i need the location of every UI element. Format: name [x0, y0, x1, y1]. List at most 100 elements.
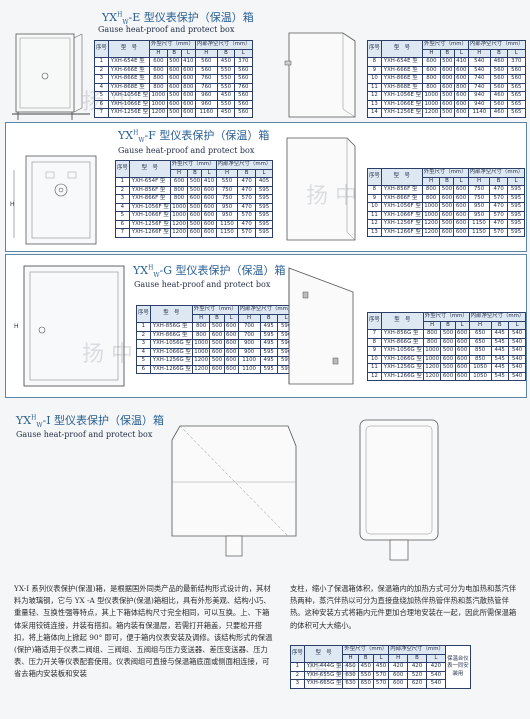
table-cell: 595 [254, 185, 274, 195]
table-cell: 5 [115, 211, 130, 221]
table-cell: 1000 [422, 91, 441, 101]
table-cell: 10 [367, 202, 382, 212]
table-cell: 545 [490, 354, 509, 364]
table-cell: 600 [180, 65, 196, 75]
table-cell: 570 [489, 227, 508, 237]
header-model: 型 号 [303, 645, 344, 663]
table-cell: 3 [136, 339, 151, 349]
table-cell: 850 [468, 354, 492, 364]
table-cell: 550 [357, 670, 374, 680]
model-cell: YXH-1266F 型 [128, 228, 171, 238]
model-cell: YXH-1056F 型 [128, 202, 171, 212]
table-cell: 1100 [237, 356, 261, 366]
table-cell: 595 [506, 219, 526, 229]
header-model: 型 号 [380, 312, 424, 330]
header-dim-b: B [440, 320, 456, 330]
header-dim-b: B [357, 653, 374, 663]
model-cell: YXH-1066F 型 [128, 211, 171, 221]
table-cell: 470 [237, 219, 256, 229]
table-cell: 900 [237, 347, 261, 357]
table-cell: 560 [234, 108, 253, 118]
table-cell: 540 [425, 679, 446, 689]
model-cell: YXH-866F 型 [128, 194, 171, 204]
table-cell: 560 [234, 99, 253, 109]
table-cell: 1100 [237, 364, 261, 374]
table-cell: 600 [180, 91, 196, 101]
header-model: 型 号 [149, 305, 193, 323]
table-cell: 960 [194, 99, 218, 109]
table-cell: 1 [115, 177, 130, 187]
table-cell: 595 [254, 219, 274, 229]
table-cell: 1000 [169, 211, 189, 221]
table-cell: 600 [223, 364, 239, 374]
table-cell: 560 [507, 74, 526, 84]
table-cell: 600 [453, 193, 469, 203]
model-cell: YXH-856G 型 [380, 329, 424, 339]
table-cell: 6 [136, 364, 151, 374]
header-dim-h: H [468, 320, 492, 330]
header-outer: 外型尺寸（mm） [149, 40, 196, 50]
watermark: 扬 中 [82, 90, 133, 115]
table-cell: 560 [194, 57, 218, 67]
section-i-subtitle: Gause heat-proof and protect box [16, 430, 153, 439]
table-cell: 1150 [467, 219, 491, 229]
header-dim-b: B [187, 168, 203, 178]
table-cell: 2 [136, 330, 151, 340]
header-dim-b: B [166, 48, 182, 58]
section-g-drawing: H [14, 265, 125, 387]
header-dim-l: L [507, 48, 526, 58]
table-cell: 600 [454, 371, 470, 381]
header-dim-b: B [259, 313, 278, 323]
table-cell: 450 [357, 662, 374, 672]
table-cell: 500 [166, 91, 182, 101]
table-cell: 600 [422, 65, 441, 75]
table-cell: 1140 [467, 108, 491, 118]
header-dim-b: B [237, 168, 256, 178]
table-cell: 800 [191, 330, 211, 340]
table-cell: 595 [254, 228, 274, 238]
table-cell: 560 [489, 99, 509, 109]
model-cell: YXH-654E 型 [380, 57, 424, 67]
table-cell: 800 [422, 337, 442, 347]
table-cell: 450 [372, 662, 390, 672]
table-cell: 470 [489, 185, 508, 195]
table-cell: 520 [407, 670, 427, 680]
table-cell: 800 [169, 194, 189, 204]
section-g-title: YXHW-G 型仪表保护（保温）箱 [133, 264, 286, 280]
svg-text:H: H [10, 201, 15, 208]
header-no: 序号 [136, 305, 151, 323]
header-dim-b: B [489, 48, 509, 58]
table-cell: 500 [187, 177, 203, 187]
table-cell: 7 [115, 228, 130, 238]
table-cell: 370 [507, 57, 526, 67]
header-outer: 外型尺寸（mm） [169, 160, 217, 170]
table-cell: 1150 [215, 219, 239, 229]
table-cell: 595 [259, 347, 278, 357]
table-cell: 11 [367, 363, 382, 373]
model-cell: YXH-654F 型 [128, 177, 171, 187]
table-cell: 1200 [422, 108, 441, 118]
model-cell: YXH-654E 型 [107, 57, 151, 67]
section-e-drawing [12, 33, 90, 120]
watermark: 扬 中 [82, 342, 133, 367]
table-cell: 600 [439, 65, 455, 75]
header-dim-l: L [454, 320, 470, 330]
header-dim-b: B [209, 313, 225, 323]
table-cell: 1200 [421, 227, 441, 237]
table-cell: 600 [187, 194, 203, 204]
section-f-drawing: H [10, 155, 97, 245]
table-cell: 950 [467, 210, 491, 220]
table-cell: 8 [367, 185, 382, 195]
table-cell: 600 [166, 82, 182, 92]
model-cell: YXH-856F 型 [128, 185, 171, 195]
header-dim-b: B [439, 176, 455, 186]
table-cell: 800 [421, 185, 441, 195]
table-cell: 410 [453, 57, 469, 67]
header-dim-b: B [489, 176, 508, 186]
